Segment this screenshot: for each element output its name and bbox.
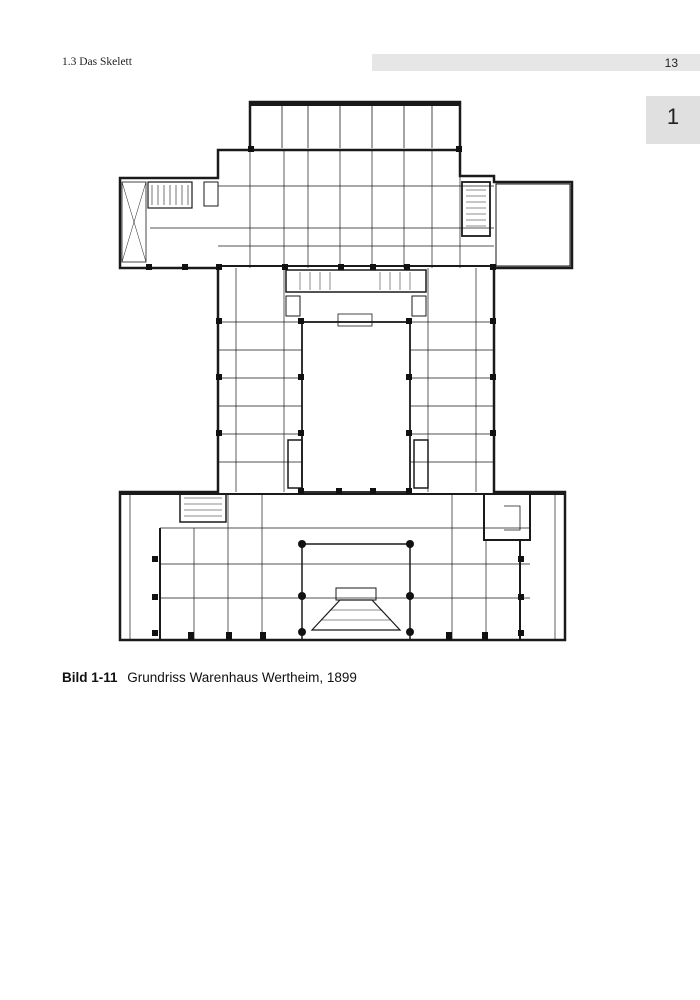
- figure-caption-text: Grundriss Warenhaus Wertheim, 1899: [127, 670, 357, 685]
- upper-wing-outline: [118, 148, 574, 642]
- figure-caption: Bild 1-11 Grundriss Warenhaus Wertheim, …: [62, 670, 357, 685]
- page-number: 13: [664, 56, 678, 70]
- page-number-bar: [372, 54, 700, 71]
- chapter-tab: 1: [646, 96, 700, 144]
- atrium: [301, 321, 411, 493]
- entrance-stair: [310, 599, 402, 631]
- right-stair: [461, 181, 491, 237]
- floor-plan: [118, 100, 574, 642]
- lower-left-stair: [179, 493, 227, 523]
- grand-stair: [285, 269, 427, 293]
- running-head: 1.3 Das Skelett: [62, 56, 132, 68]
- chapter-number: 1: [666, 104, 680, 129]
- lower-right-stair: [483, 493, 531, 541]
- top-block: [248, 100, 462, 152]
- entrance-hall: [301, 543, 411, 641]
- left-stair: [147, 181, 193, 209]
- figure-label: Bild 1-11: [62, 670, 118, 685]
